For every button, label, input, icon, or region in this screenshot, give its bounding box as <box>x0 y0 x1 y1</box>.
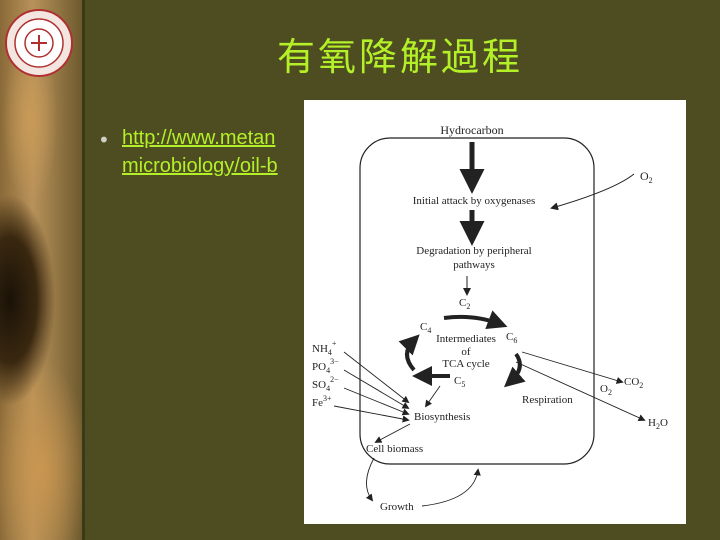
fe-label: Fe3+ <box>312 394 332 409</box>
c4-label: C4 <box>420 321 431 335</box>
co2-label: CO2 <box>624 376 643 390</box>
sidebar-divider <box>82 0 85 540</box>
link-line-2[interactable]: microbiology/oil-b <box>122 155 278 177</box>
c5-label: C5 <box>454 375 465 389</box>
tca-label-3: TCA cycle <box>442 358 489 370</box>
slide-title: 有氧降解過程 <box>276 35 523 79</box>
tca-label-2: of <box>461 346 471 358</box>
hydrocarbon-label: Hydrocarbon <box>440 123 503 137</box>
reference-link[interactable]: http://www.metan microbiology/oil-b <box>122 124 312 180</box>
growth-label: Growth <box>380 501 414 513</box>
bullet-icon: • <box>98 128 110 152</box>
biosynthesis-label: Biosynthesis <box>414 411 470 423</box>
c2-label: C2 <box>459 297 470 311</box>
o2b-label: O2 <box>600 383 612 397</box>
nh4-label: NH4+ <box>312 339 337 357</box>
o2-label: O2 <box>640 169 653 185</box>
aerobic-degradation-diagram: Hydrocarbon O2 Initial attack by oxygena… <box>304 100 686 524</box>
degradation-label-2: pathways <box>453 259 495 271</box>
po4-label: PO43− <box>312 357 339 375</box>
c6-label: C6 <box>506 331 517 345</box>
tca-label-1: Intermediates <box>436 333 496 345</box>
decorative-sidebar <box>0 0 82 540</box>
respiration-label: Respiration <box>522 394 573 406</box>
link-line-1[interactable]: http://www.metan <box>122 127 276 149</box>
cell-boundary <box>359 137 595 465</box>
so4-label: SO42− <box>312 375 339 393</box>
h2o-label: H2O <box>648 417 668 431</box>
degradation-label-1: Degradation by peripheral <box>416 245 531 257</box>
cell-biomass-label: Cell biomass <box>366 443 423 455</box>
initial-attack-label: Initial attack by oxygenases <box>413 195 536 207</box>
university-logo <box>4 8 74 82</box>
